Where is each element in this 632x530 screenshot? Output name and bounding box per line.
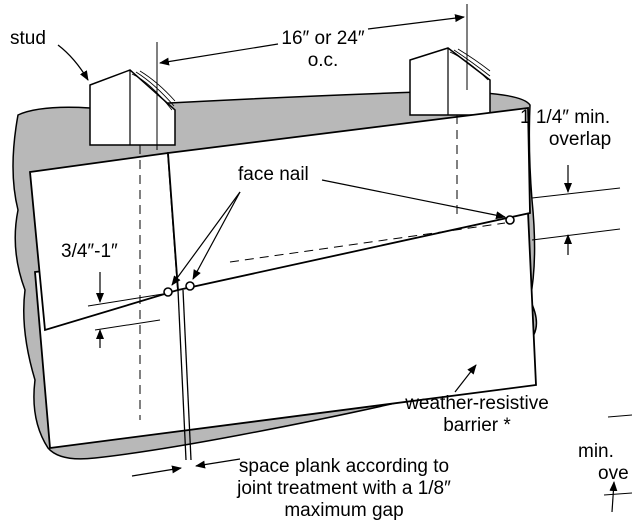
overlap-label-line2: overlap [548, 129, 612, 150]
overlap-extension-bottom [531, 228, 621, 241]
gap-label-line3: maximum gap [284, 500, 404, 521]
gap-arrow-right [195, 458, 241, 469]
nail-center [185, 281, 195, 291]
edge-distance-label: 3/4″-1″ [61, 241, 118, 262]
barrier-leader [454, 364, 477, 393]
joint-line-left [177, 289, 187, 461]
partial-detail-line-top [607, 414, 632, 418]
overlap-label-line1: 1 1/4″ min. [520, 107, 611, 128]
oc-dimension-right-arrow [367, 14, 465, 30]
partial-detail-line-bottom [603, 492, 632, 496]
gap-label-line1: space plank according to [238, 456, 450, 477]
stud-leader [57, 44, 89, 81]
barrier-label-line1: weather-resistive [405, 393, 549, 414]
joint-line-right [182, 289, 192, 461]
partial-label-line1: min. [578, 441, 614, 462]
nail-right [505, 215, 515, 225]
gap-arrow-left [131, 465, 182, 477]
face-nail-leader-center [192, 191, 241, 280]
face-nail-label: face nail [238, 164, 309, 185]
spacing-label-line2: o.c. [307, 50, 339, 71]
nail-left [163, 287, 173, 297]
nail-line [229, 222, 506, 263]
stud-label: stud [10, 28, 46, 49]
gap-label-line2: joint treatment with a 1/8″ [237, 478, 451, 499]
spacing-label-line1: 16″ or 24″ [281, 28, 365, 49]
edge-extension-bottom [94, 319, 161, 331]
upper-right-plank [167, 106, 531, 292]
barrier-label-line2: barrier * [443, 415, 511, 436]
oc-dimension-left-arrow [159, 43, 279, 66]
right-stud [409, 47, 491, 116]
left-stud [89, 69, 176, 146]
face-nail-leader-left [171, 191, 241, 286]
partial-label-line2: ove [598, 463, 629, 484]
face-nail-leader-right [321, 179, 506, 220]
overlap-extension-top [531, 187, 621, 199]
edge-extension-top [87, 293, 164, 307]
partial-detail-arrow [609, 481, 618, 513]
